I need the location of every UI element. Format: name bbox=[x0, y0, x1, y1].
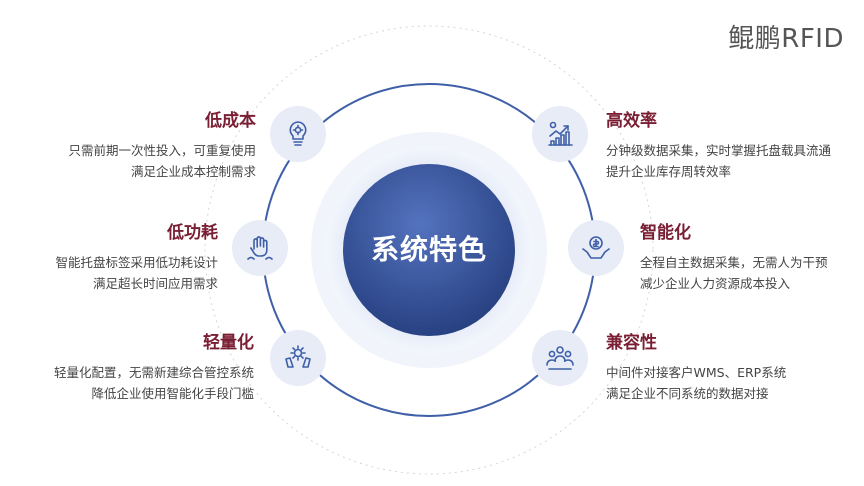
core-circle bbox=[343, 164, 515, 336]
feature-desc-line: 满足超长时间应用需求 bbox=[92, 276, 218, 291]
feature-low-power: 低功耗 智能托盘标签采用低功耗设计 满足超长时间应用需求 bbox=[55, 218, 218, 294]
feature-title: 低成本 bbox=[205, 111, 256, 131]
feature-desc-line: 减少企业人力资源成本投入 bbox=[640, 276, 791, 291]
feature-compatible: 兼容性 中间件对接客户WMS、ERP系统 满足企业不同系统的数据对接 bbox=[606, 328, 786, 404]
lightbulb-gear-icon bbox=[270, 106, 326, 162]
feature-lightweight: 轻量化 轻量化配置，无需新建综合管控系统 降低企业使用智能化手段门槛 bbox=[54, 328, 254, 404]
feature-desc-line: 满足企业成本控制需求 bbox=[130, 164, 256, 179]
feature-title: 轻量化 bbox=[203, 333, 254, 353]
outer-dotted-ring bbox=[204, 25, 654, 475]
feature-title: 智能化 bbox=[640, 223, 691, 243]
feature-intelligent: 智能化 全程自主数据采集，无需人为干预 减少企业人力资源成本投入 bbox=[640, 218, 828, 294]
gear-hands-icon bbox=[270, 330, 326, 386]
feature-desc-line: 分钟级数据采集，实时掌握托盘载具流通 bbox=[606, 143, 832, 158]
feature-title: 高效率 bbox=[606, 111, 657, 131]
feature-desc-line: 提升企业库存周转效率 bbox=[606, 164, 732, 179]
feature-desc-line: 中间件对接客户WMS、ERP系统 bbox=[606, 365, 787, 380]
team-people-icon bbox=[532, 330, 588, 386]
feature-desc-line: 只需前期一次性投入，可重复使用 bbox=[68, 143, 256, 158]
feature-desc-line: 满足企业不同系统的数据对接 bbox=[606, 386, 769, 401]
feature-efficiency: 高效率 分钟级数据采集，实时掌握托盘载具流通 提升企业库存周转效率 bbox=[606, 106, 831, 182]
feature-desc-line: 降低企业使用智能化手段门槛 bbox=[91, 386, 254, 401]
feature-title: 低功耗 bbox=[167, 223, 218, 243]
feature-low-cost: 低成本 只需前期一次性投入，可重复使用 满足企业成本控制需求 bbox=[68, 106, 256, 182]
hands-leaf-icon bbox=[232, 220, 288, 276]
center-label: 系统特色 bbox=[370, 233, 487, 266]
feature-desc-line: 智能托盘标签采用低功耗设计 bbox=[55, 255, 218, 270]
feature-desc-line: 轻量化配置，无需新建综合管控系统 bbox=[53, 365, 254, 380]
growth-chart-icon bbox=[532, 106, 588, 162]
brand-logo-text: 鲲鹏RFID bbox=[728, 24, 844, 54]
hands-coin-icon bbox=[568, 220, 624, 276]
feature-desc-line: 全程自主数据采集，无需人为干预 bbox=[640, 255, 828, 270]
feature-title: 兼容性 bbox=[606, 333, 657, 353]
